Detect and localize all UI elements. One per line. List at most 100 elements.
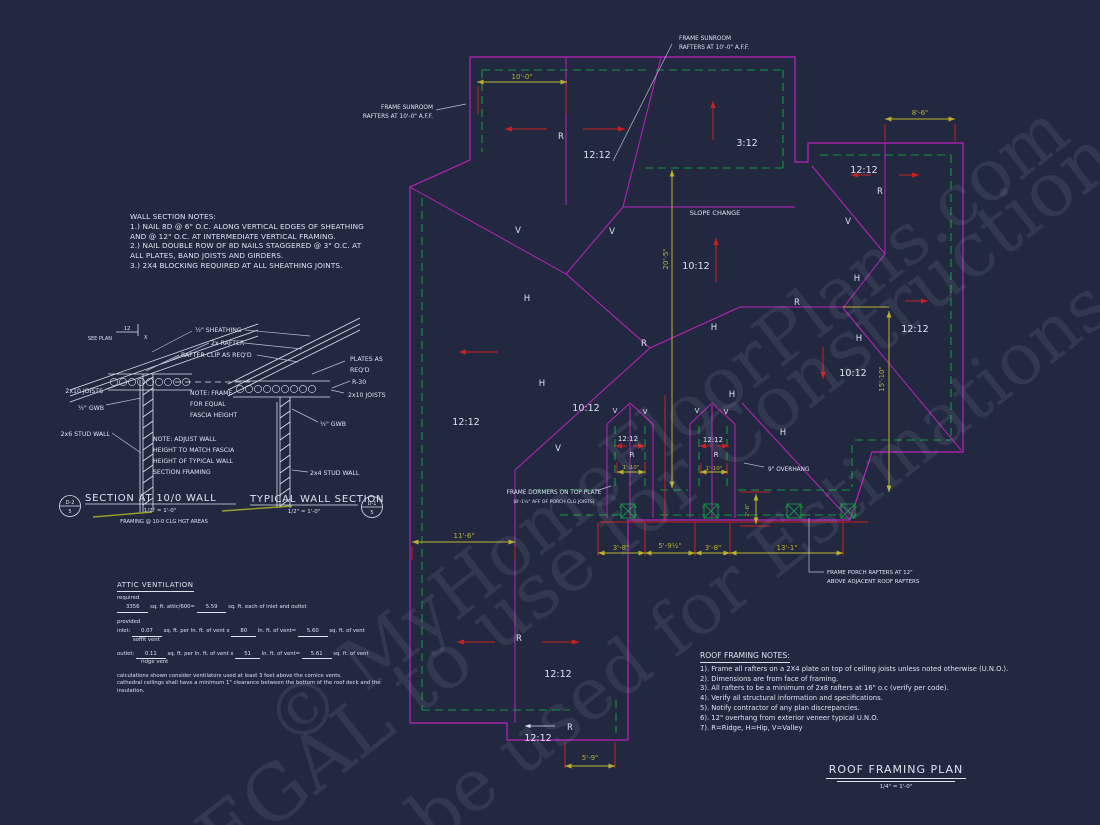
attic-value: 5.60 (297, 628, 328, 637)
slope-label: 12:12 (703, 436, 723, 444)
slope-label: 12:12 (544, 669, 571, 680)
sunroom-note: RAFTERS AT 10'-0" A.F.F. (679, 45, 749, 51)
slope-label: 3:12 (736, 138, 757, 149)
slope-symbol (116, 324, 139, 336)
attic-value: 5.59 (196, 604, 227, 613)
dimension-lines (412, 79, 955, 769)
sunroom-note: FRAME SUNROOM (381, 105, 433, 111)
rafter-label: 2x RAFTER (211, 340, 245, 347)
detail-bubble-bottom: 5 (68, 509, 71, 515)
attic-text: sq. ft. per ln. ft. of vent x (163, 628, 230, 635)
note-line: AND @ 12" O.C. AT INTERMEDIATE VERTICAL … (130, 231, 336, 241)
dormer-note: FRAME DORMERS ON TOP PLATE (507, 490, 602, 496)
x-mark-label: X (144, 335, 148, 341)
see-plan-label: SEE PLAN (88, 336, 112, 342)
ridge-letter: R (641, 339, 647, 349)
note-adjust-wall: NOTE: ADJUST WALL (153, 436, 217, 443)
ridge-letter: R (877, 187, 883, 197)
slope-label: 10:12 (839, 368, 866, 379)
detail-bubble-top: D-1 (368, 501, 377, 507)
note-line: 2). Dimensions are from face of framing. (700, 674, 839, 683)
hip-letter: H (780, 428, 786, 438)
wall-section-detail: 12 SEE PLAN X ½" SHEATHING 2x RAFTER RAF… (59, 317, 386, 525)
slope-change-note: SLOPE CHANGE (690, 209, 741, 217)
attic-value: 80 (231, 628, 257, 637)
slope-direction-arrows (457, 101, 928, 729)
note-adjust-wall: SECTION FRAMING (153, 469, 211, 476)
porch-post-symbols (619, 503, 857, 519)
note-equal-fascia: FOR EQUAL (190, 401, 226, 408)
hip-letter: H (539, 379, 545, 389)
attic-text: sq. ft. attic/600= (150, 604, 195, 611)
attic-text: sq. ft. of vent (333, 650, 369, 657)
valley-letter: V (515, 226, 521, 236)
slope-ratio-label: 12 (124, 326, 131, 332)
attic-value: 51 (235, 651, 260, 660)
sheathing-label: ½" SHEATHING (195, 326, 242, 334)
valley-letter: V (613, 407, 618, 415)
note-adjust-wall: HEIGHT TO MATCH FASCIA (153, 447, 235, 454)
dormer-outlines (606, 402, 736, 518)
note-line: 2.) NAIL DOUBLE ROW OF 8D NAILS STAGGERE… (130, 241, 362, 251)
hip-letter: H (856, 334, 862, 344)
note-equal-fascia: FASCIA HEIGHT (190, 412, 237, 419)
grade-line (92, 505, 293, 518)
stud-wall-left-label: 2x6 STUD WALL (61, 431, 111, 438)
plates-label: REQ'D (350, 367, 370, 374)
note-line: 4). Verify all structural information an… (700, 694, 883, 703)
note-line: 5). Notify contractor of any plan discre… (700, 703, 860, 712)
attic-value: 0.11 (135, 651, 166, 660)
attic-text: inlet: (117, 628, 131, 635)
roof-framing-notes: ROOF FRAMING NOTES: 1). Frame all rafter… (700, 651, 1030, 733)
dimension-label: 15'-10" (878, 366, 886, 391)
dimension-label: 13'-1" (776, 544, 797, 552)
wall-section-notes: WALL SECTION NOTES: 1.) NAIL 8D @ 6" O.C… (130, 212, 392, 271)
roof-plan-linework (409, 43, 964, 769)
roof-outline (409, 56, 964, 741)
overhang-note: 9" OVERHANG (768, 467, 810, 473)
slope-label: 10:12 (572, 403, 599, 414)
roof-framing-notes-title: ROOF FRAMING NOTES: (700, 651, 790, 663)
note-line: 3). All rafters to be a minimum of 2x8 r… (700, 684, 949, 693)
dimension-label: 5'-9½" (658, 542, 681, 550)
annotation-leaders (435, 43, 824, 573)
extension-lines (411, 86, 956, 768)
ridge-letter: R (567, 723, 573, 733)
slope-label: 12:12 (901, 324, 928, 335)
hip-letter: H (854, 274, 860, 284)
dimension-label: 1'-10" (623, 465, 640, 471)
r30-label: R-30 (352, 379, 366, 386)
porch-rafter-note: FRAME PORCH RAFTERS AT 12" (827, 570, 913, 576)
attic-text: outlet: (117, 650, 135, 657)
slope-label: 12:12 (583, 150, 610, 161)
attic-note: cathedral ceilings shall have a minimum … (117, 680, 381, 694)
ridge-letter: R (714, 451, 719, 459)
attic-title: ATTIC VENTILATION (117, 581, 194, 592)
attic-note: calculations shown consider ventilators … (117, 672, 342, 679)
attic-text: sq. ft. per ln. ft. of vent x (167, 650, 234, 657)
plates-label: PLATES AS (350, 356, 383, 363)
insulation-batting (110, 378, 316, 393)
valley-letter: V (555, 444, 561, 454)
joists-left-label: 2x10 JOISTS (65, 388, 103, 395)
rafter-clip-label: RAFTER CLIP AS REQ'D (181, 352, 252, 359)
attic-text: ln. ft. of vent= (261, 650, 301, 657)
note-line: 1.) NAIL 8D @ 6" O.C. ALONG VERTICAL EDG… (130, 221, 364, 231)
gwb-left-label: ½" GWB (78, 404, 104, 412)
hip-letter: H (729, 390, 735, 400)
section-title-left: SECTION AT 10/0 WALL (85, 493, 217, 504)
valley-letter: V (609, 227, 615, 237)
slope-label: 12:12 (524, 733, 551, 744)
detail-bubble-bottom: 5 (370, 510, 373, 516)
note-line: 1). Frame all rafters on a 2X4 plate on … (700, 664, 1009, 673)
detail-leaders (105, 329, 351, 473)
gwb-right-label: ½" GWB (320, 420, 346, 428)
dimension-label: 2'-6" (745, 503, 751, 517)
attic-outlet-row: outlet: 0.11 sq. ft. per ln. ft. of vent… (117, 651, 407, 660)
slope-label: 12:12 (452, 417, 479, 428)
attic-outlet-sub: ridge vent (141, 659, 169, 666)
hip-letter: H (711, 323, 717, 333)
right-section-rafter (227, 317, 361, 508)
